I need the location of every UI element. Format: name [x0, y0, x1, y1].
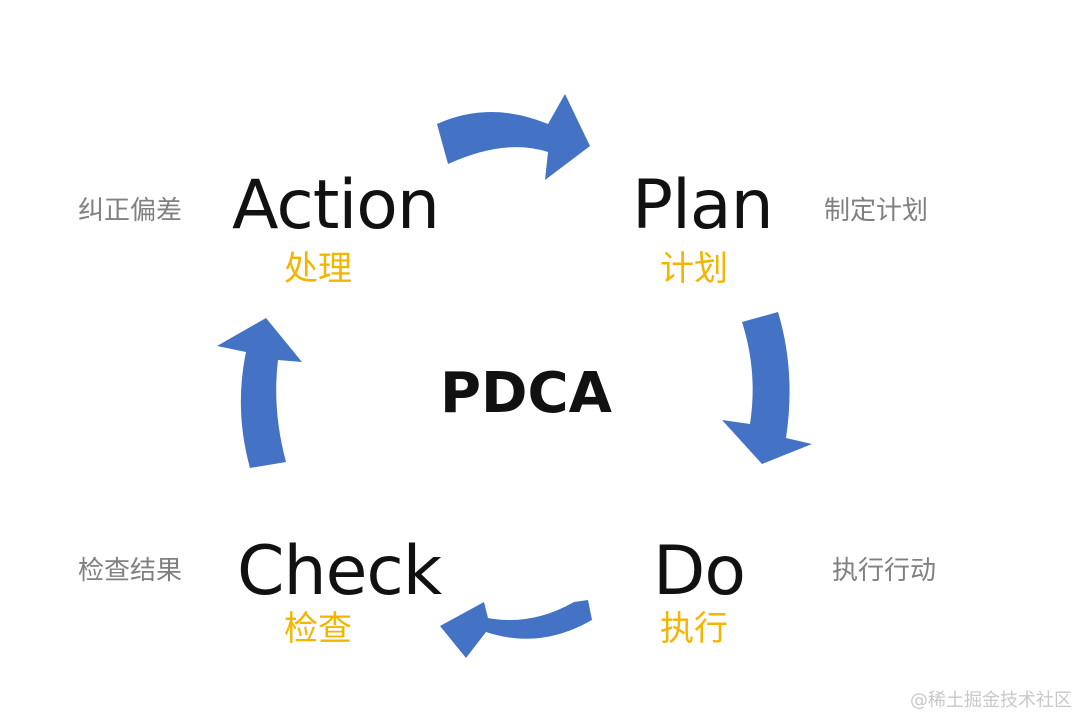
center-title: PDCA [440, 361, 612, 426]
do-chinese-label: 执行 [660, 609, 728, 649]
watermark: @稀土掘金技术社区 [910, 690, 1072, 711]
curved-arrow-icon-top [437, 94, 590, 180]
plan-chinese-label: 计划 [660, 249, 728, 289]
check-label: Check [237, 532, 442, 611]
do-description: 执行行动 [832, 556, 937, 586]
action-label: Action [232, 166, 440, 245]
action-chinese-label: 处理 [284, 249, 352, 289]
plan-description: 制定计划 [824, 196, 929, 226]
action-description: 纠正偏差 [78, 196, 183, 226]
curved-arrow-icon-bottom [440, 600, 592, 658]
do-label: Do [653, 532, 746, 611]
curved-arrow-icon-right [722, 312, 812, 464]
plan-label: Plan [632, 166, 774, 245]
check-chinese-label: 检查 [284, 609, 352, 649]
curved-arrow-icon-left [217, 318, 302, 468]
check-description: 检查结果 [78, 556, 183, 586]
